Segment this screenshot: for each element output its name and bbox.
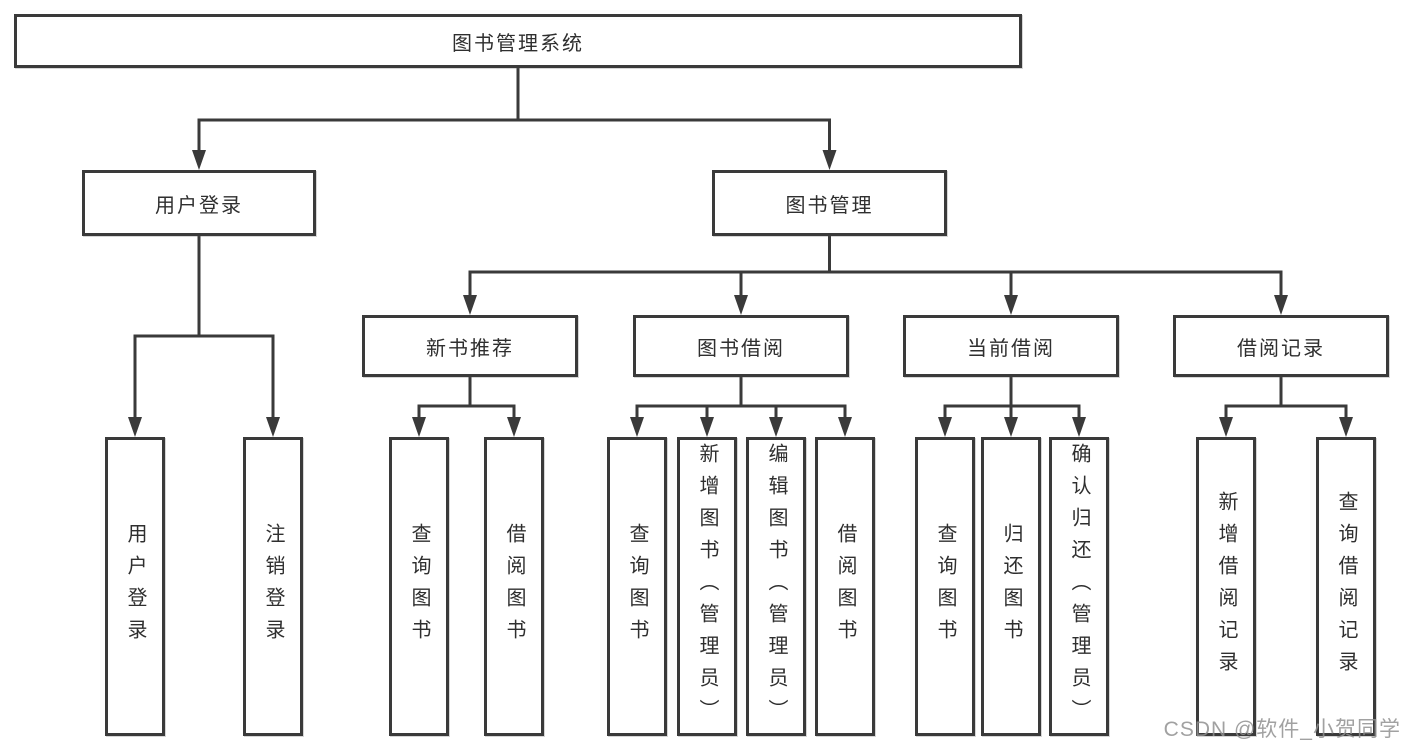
node-book-management: 图书管理 (712, 170, 947, 236)
node-user-login: 用户登录 (82, 170, 316, 236)
node-borrow-edit-books-admin: 编辑图书（管理员） (746, 437, 806, 736)
node-borrow-add-books-admin: 新增图书（管理员） (677, 437, 737, 736)
node-logout: 注销登录 (243, 437, 303, 736)
node-borrowing-records: 借阅记录 (1173, 315, 1389, 377)
arrowhead (1339, 417, 1353, 437)
node-borrow-borrow-books: 借阅图书 (815, 437, 875, 736)
arrowhead (1274, 295, 1288, 315)
arrowhead (938, 417, 952, 437)
arrowhead (463, 295, 477, 315)
node-book-borrowing: 图书借阅 (633, 315, 849, 377)
node-records-add-record: 新增借阅记录 (1196, 437, 1256, 736)
arrowhead (507, 417, 521, 437)
arrowhead (1072, 417, 1086, 437)
arrowhead (734, 295, 748, 315)
arrowhead (192, 150, 206, 170)
node-records-query-record: 查询借阅记录 (1316, 437, 1376, 736)
arrowhead (1004, 417, 1018, 437)
arrowhead (700, 417, 714, 437)
node-rec-query-books: 查询图书 (389, 437, 449, 736)
node-current-return-books: 归还图书 (981, 437, 1041, 736)
arrowhead (266, 417, 280, 437)
node-new-book-recommend: 新书推荐 (362, 315, 578, 377)
connector-path (133, 64, 1348, 421)
arrowhead (1219, 417, 1233, 437)
node-login: 用户登录 (105, 437, 165, 736)
arrowhead (630, 417, 644, 437)
arrowhead (128, 417, 142, 437)
arrowhead (769, 417, 783, 437)
watermark: CSDN @软件_小贺同学 (1163, 718, 1401, 741)
node-borrow-query-books: 查询图书 (607, 437, 667, 736)
node-rec-borrow-books: 借阅图书 (484, 437, 544, 736)
node-current-query-books: 查询图书 (915, 437, 975, 736)
arrowhead (412, 417, 426, 437)
arrowhead (822, 150, 837, 170)
node-library-system: 图书管理系统 (14, 14, 1022, 68)
arrowhead (1004, 295, 1018, 315)
node-current-borrowing: 当前借阅 (903, 315, 1119, 377)
node-current-confirm-return-admin: 确认归还（管理员） (1049, 437, 1109, 736)
arrowhead (838, 417, 852, 437)
